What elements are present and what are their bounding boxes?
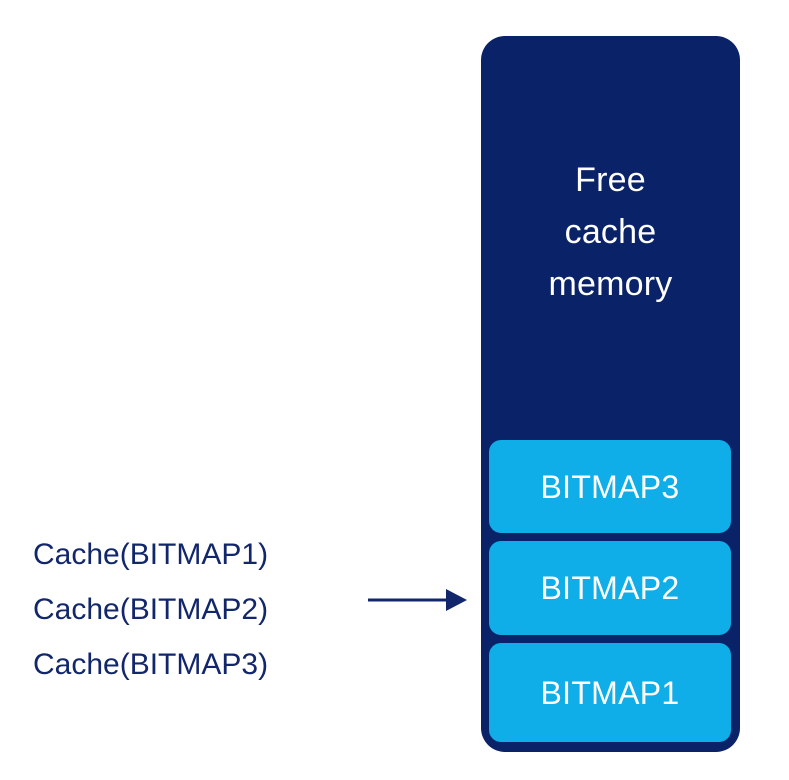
- flow-arrow-icon: [368, 589, 467, 611]
- bitmap-block-bitmap3: BITMAP3: [489, 440, 731, 533]
- cache-call-line: Cache(BITMAP3): [33, 648, 269, 681]
- free-cache-memory-label: Free cache memory: [548, 161, 673, 303]
- cache-call-line: Cache(BITMAP2): [33, 593, 269, 626]
- bitmap-block-bitmap1: BITMAP1: [489, 643, 731, 742]
- bitmap-block-label: BITMAP2: [540, 570, 680, 606]
- cache-call-list: Cache(BITMAP1) Cache(BITMAP2) Cache(BITM…: [33, 527, 268, 692]
- cache-call-line: Cache(BITMAP1): [33, 538, 269, 571]
- bitmap-block-label: BITMAP3: [540, 468, 680, 505]
- bitmap-block-label: BITMAP1: [540, 674, 680, 711]
- bitmap-block-bitmap2: BITMAP2: [489, 541, 731, 635]
